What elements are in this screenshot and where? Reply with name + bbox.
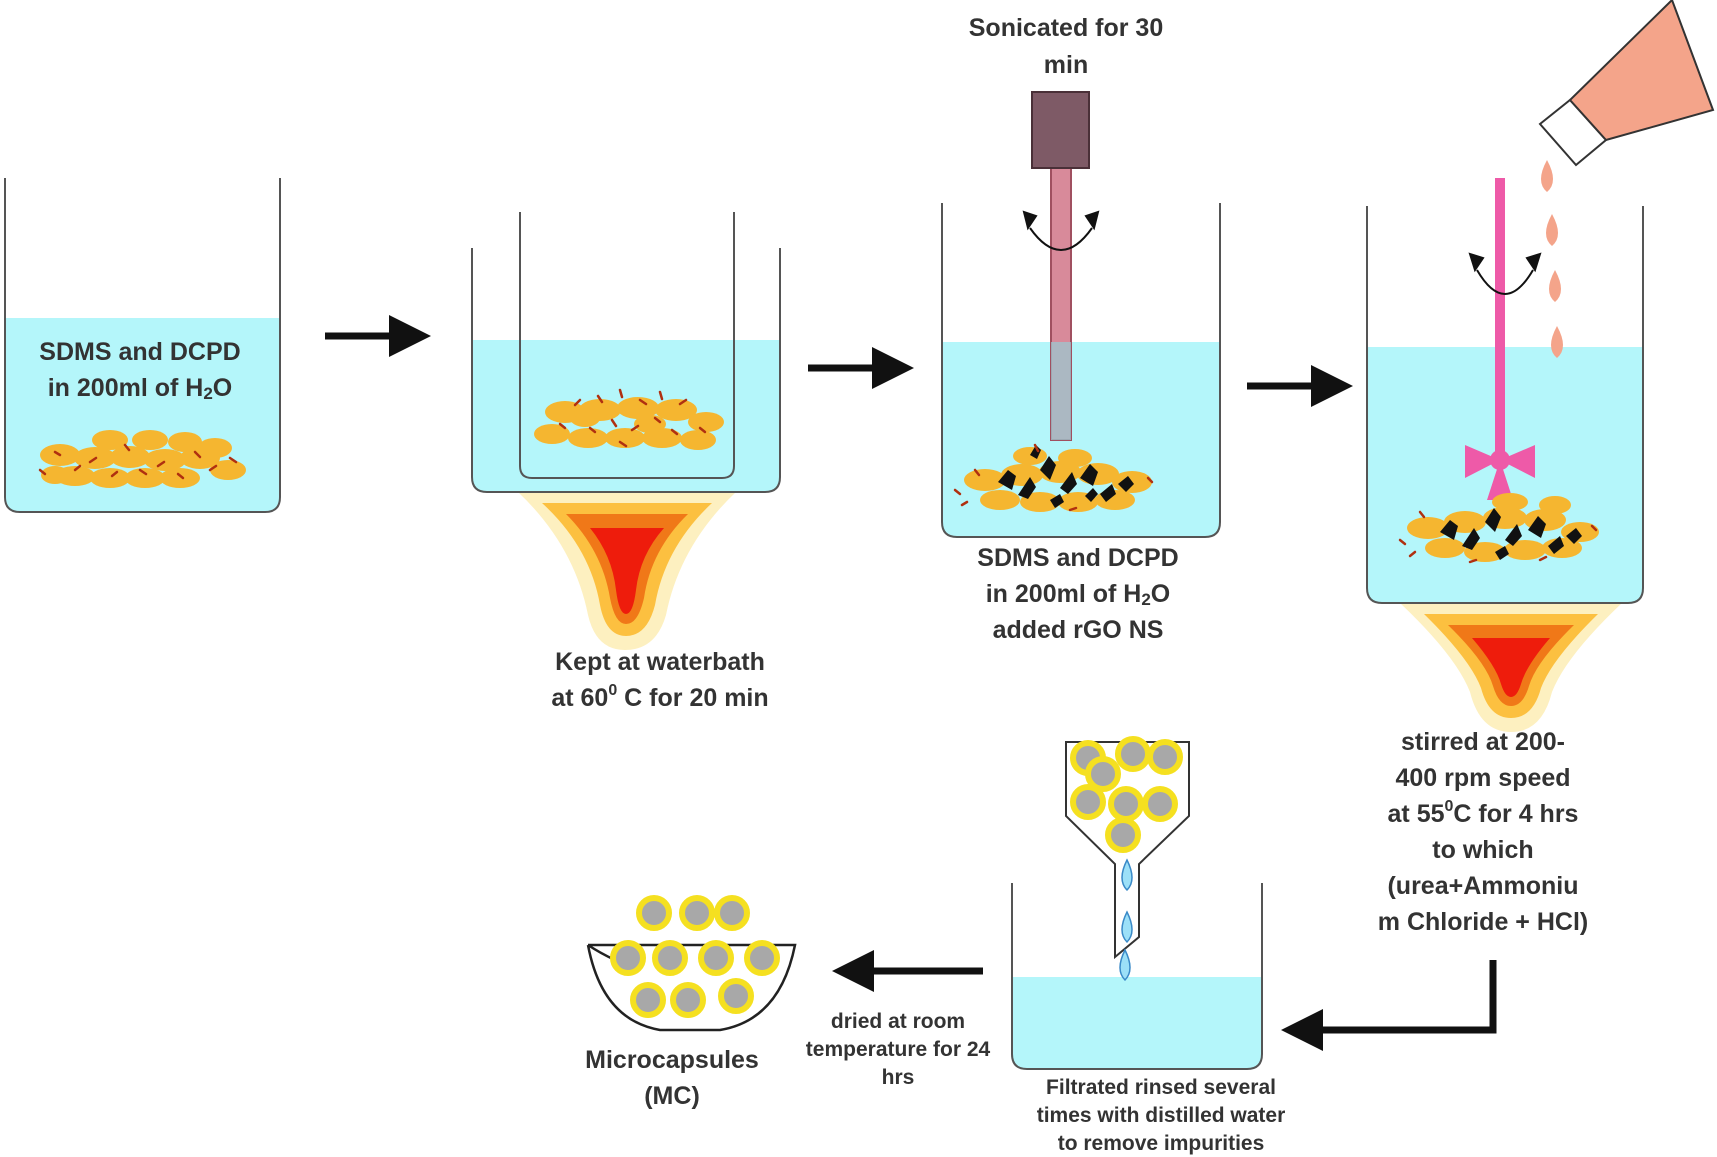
result-dish: Microcapsules (MC) xyxy=(585,895,797,1110)
step4-stirring: stirred at 200- 400 rpm speed at 550C fo… xyxy=(1366,0,1715,936)
step4-label-line3: at 550C for 4 hrs xyxy=(1388,798,1579,828)
step5-label-line2: times with distilled water xyxy=(1037,1104,1286,1127)
dish-microcapsules xyxy=(610,895,780,1018)
step3-label-line1: SDMS and DCPD xyxy=(977,544,1178,572)
step6-label-line1: dried at room xyxy=(831,1010,965,1033)
step6-label-line3: hrs xyxy=(882,1066,915,1089)
step4-label-line1: stirred at 200- xyxy=(1401,728,1565,756)
step3-label-line2: in 200ml of H2O xyxy=(986,580,1171,609)
step4-flame xyxy=(1400,603,1622,732)
arrow-step4-to-step5 xyxy=(1281,960,1497,1051)
result-label-line1: Microcapsules xyxy=(585,1046,759,1074)
step2-particles xyxy=(534,397,724,450)
step3-sonication: Sonicated for 30 min SDMS and DCPD in 20… xyxy=(941,14,1221,644)
funnel-microcapsules xyxy=(1070,736,1183,853)
step5-filtration: Filtrated rinsed several times with dist… xyxy=(1011,736,1286,1155)
step4-label-line2: 400 rpm speed xyxy=(1395,764,1570,792)
step4-rgo-nanosheets xyxy=(1440,508,1582,560)
step5-label-line3: to remove impurities xyxy=(1058,1132,1265,1155)
step4-label-line6: m Chloride + HCl) xyxy=(1378,908,1588,936)
step4-dcpd-specks xyxy=(1398,510,1598,564)
step2-waterbath: Kept at waterbath at 600 C for 20 min xyxy=(471,212,781,712)
step3-top-label-line1: Sonicated for 30 xyxy=(969,14,1164,42)
step4-rotation-arrows-icon xyxy=(1468,252,1542,295)
stirrer-impeller xyxy=(1465,445,1535,500)
step2-label-line1: Kept at waterbath xyxy=(555,648,765,676)
step1-particles xyxy=(40,430,246,488)
sonicator-head xyxy=(1031,91,1090,169)
step5-label-line1: Filtrated rinsed several xyxy=(1046,1076,1276,1099)
step1-label-line1: SDMS and DCPD xyxy=(39,338,240,366)
step1-dcpd-specks xyxy=(38,443,238,480)
step3-dcpd-specks xyxy=(953,443,1154,512)
step4-label-line5: (urea+Ammoniu xyxy=(1387,872,1578,900)
step4-label-line4: to which xyxy=(1432,836,1533,864)
step1-beaker: SDMS and DCPD in 200ml of H2O xyxy=(4,178,281,513)
step3-top-label-line2: min xyxy=(1044,51,1088,79)
step2-dcpd-specks xyxy=(558,388,707,448)
result-label-line2: (MC) xyxy=(644,1082,700,1110)
water-drops-icon xyxy=(1119,858,1133,982)
step3-label-line3: added rGO NS xyxy=(993,616,1164,644)
step2-label-line2: at 600 C for 20 min xyxy=(551,682,768,712)
step3-rotation-arrows-icon xyxy=(1022,210,1100,251)
step6-label-line2: temperature for 24 xyxy=(806,1038,991,1061)
step3-rgo-nanosheets xyxy=(998,445,1134,508)
reagent-flask-icon xyxy=(1538,0,1715,167)
step2-flame xyxy=(518,492,736,650)
stirrer-rod xyxy=(1495,178,1505,458)
reagent-drops-icon xyxy=(1541,160,1563,358)
step4-particles xyxy=(1407,493,1599,562)
sonicator-probe-tip xyxy=(1051,342,1071,440)
step1-label-line2: in 200ml of H2O xyxy=(48,374,233,403)
